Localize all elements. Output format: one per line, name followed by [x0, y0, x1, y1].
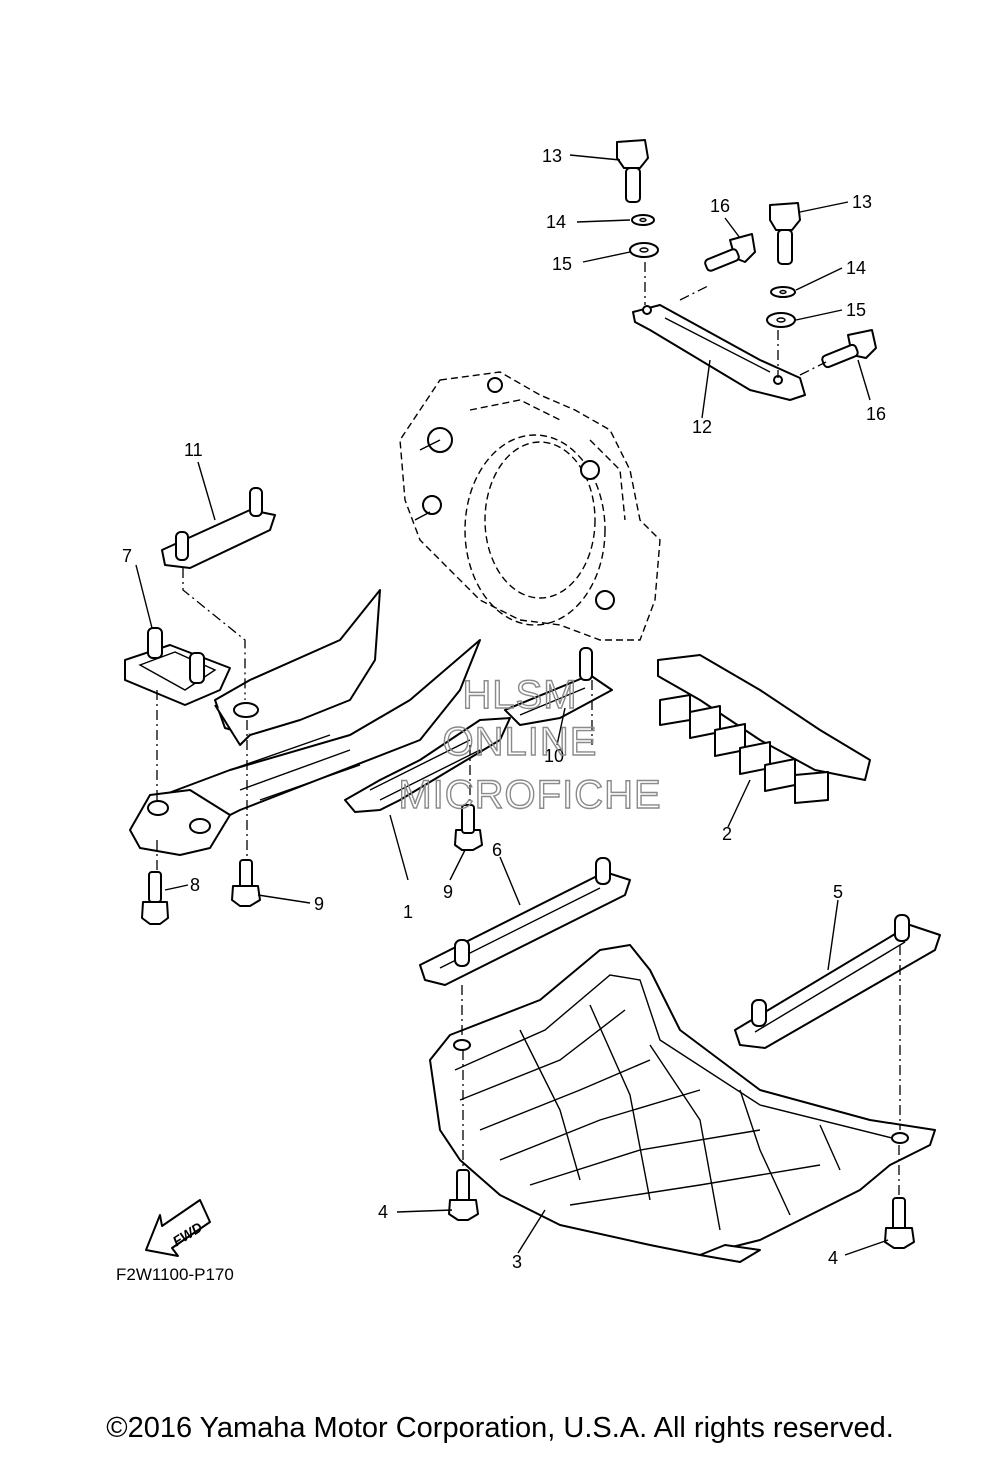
callout-14: 14	[846, 258, 866, 278]
callout-6: 6	[492, 840, 502, 860]
callout-13: 13	[542, 146, 562, 166]
part-10-front-mount	[504, 647, 613, 726]
callout-7: 7	[122, 546, 132, 566]
bolt-13-left	[616, 139, 649, 203]
part-7-rubber-mount	[124, 627, 231, 706]
callout-4: 4	[828, 1248, 838, 1268]
callout-14: 14	[546, 212, 566, 232]
part-12-bracket	[632, 304, 806, 401]
watermark-line-1: HLSM	[462, 673, 577, 717]
alignment-lines	[156, 262, 901, 1198]
washer-14-left	[631, 214, 655, 226]
washer-14-right	[770, 286, 796, 298]
callout-10: 10	[544, 746, 564, 766]
callout-5: 5	[833, 882, 843, 902]
callout-numbers: 13 14 15 16 13 14 15 16 12 11 7 10 2 1 9…	[122, 146, 886, 1272]
callout-16: 16	[710, 196, 730, 216]
callout-15: 15	[552, 254, 572, 274]
watermark-line-2: ONLINE	[443, 720, 598, 764]
part-6-rail	[419, 857, 631, 986]
callout-13: 13	[852, 192, 872, 212]
callout-16: 16	[866, 404, 886, 424]
part-11-mount-plate	[161, 487, 276, 569]
bolt-9-left	[231, 859, 261, 907]
bolt-16-lower	[821, 329, 877, 369]
callout-3: 3	[512, 1252, 522, 1272]
bolt-9-center	[454, 804, 483, 851]
bolt-8	[141, 871, 169, 925]
callout-1: 1	[403, 902, 413, 922]
watermark-line-3: MICROFICHE	[398, 773, 661, 817]
copyright-notice: ©2016 Yamaha Motor Corporation, U.S.A. A…	[106, 1412, 894, 1444]
callout-2: 2	[722, 824, 732, 844]
callout-9: 9	[314, 894, 324, 914]
watermark: HLSM ONLINE MICROFICHE	[398, 672, 662, 817]
bolt-4-right	[884, 1197, 915, 1249]
callout-15: 15	[846, 300, 866, 320]
callout-11: 11	[184, 440, 203, 460]
figure-code: F2W1100-P170	[116, 1265, 234, 1284]
washer-15-right	[766, 312, 796, 328]
callout-8: 8	[190, 875, 200, 895]
leader-lines	[135, 154, 889, 1256]
fwd-arrow-icon: FWD	[145, 1199, 211, 1257]
engine-housing-outline	[399, 371, 661, 641]
part-2-rubber-damper	[657, 654, 871, 804]
washer-15-left	[629, 242, 659, 258]
bolt-4-left	[448, 1169, 479, 1221]
bolt-13-right	[769, 202, 801, 265]
bolt-16-upper	[704, 233, 756, 272]
callout-9: 9	[443, 882, 453, 902]
callout-4: 4	[378, 1202, 388, 1222]
part-5-rail	[734, 914, 941, 1049]
part-3-hull-plate	[429, 944, 936, 1263]
part-1-engine-mount	[149, 589, 511, 831]
callout-12: 12	[692, 417, 712, 437]
